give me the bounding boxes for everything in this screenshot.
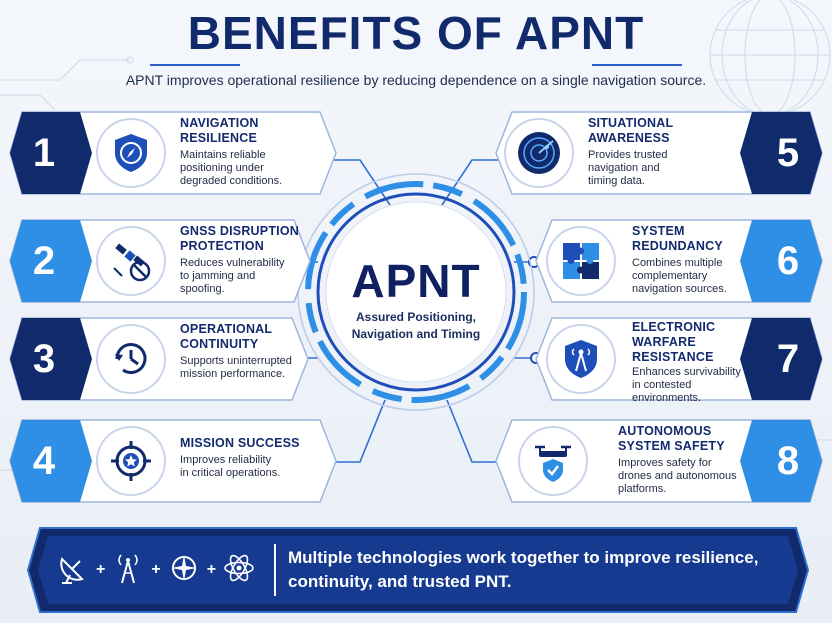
shield-compass-icon bbox=[96, 118, 166, 188]
page-title: BENEFITS OF APNT bbox=[187, 7, 645, 59]
benefit-description: Improves reliability in critical operati… bbox=[180, 454, 281, 479]
benefit-card-7: 7 ELECTRONIC WARFARE RESISTANCE Enhances… bbox=[534, 316, 832, 404]
footer-icon-row: + + + bbox=[56, 548, 266, 592]
card-shell bbox=[9, 111, 337, 195]
benefit-description: Improves safety for drones and autonomou… bbox=[618, 457, 737, 495]
benefit-title: MISSION SUCCESS bbox=[180, 436, 300, 450]
radar-icon bbox=[504, 118, 574, 188]
benefit-card-5: 5 SITUATIONAL AWARENESS Provides trusted… bbox=[494, 110, 824, 196]
drone-shield-icon bbox=[518, 426, 588, 496]
benefit-title: SYSTEM REDUNDANCY bbox=[632, 224, 723, 253]
clock-icon bbox=[96, 324, 166, 394]
center-hub: APNT Assured Positioning, Navigation and… bbox=[306, 182, 526, 402]
benefit-number: 8 bbox=[776, 438, 800, 483]
benefit-number: 1 bbox=[32, 130, 56, 175]
benefit-title: OPERATIONAL CONTINUITY bbox=[180, 322, 273, 351]
shield-tower-icon bbox=[546, 324, 616, 394]
benefit-description: Provides trusted navigation and timing d… bbox=[588, 149, 668, 187]
benefit-title: NAVIGATION RESILIENCE bbox=[180, 116, 259, 145]
benefit-card-2: 2 GNSS DISRUPTION PROTECTION Reduces vul… bbox=[8, 218, 338, 304]
benefit-number: 3 bbox=[32, 336, 56, 381]
benefit-card-8: 8 AUTONOMOUS SYSTEM SAFETY Improves safe… bbox=[494, 418, 824, 504]
plus-sign: + bbox=[96, 561, 106, 578]
benefit-card-4: 4 MISSION SUCCESS Improves reliability i… bbox=[8, 418, 338, 504]
benefit-number: 4 bbox=[32, 438, 56, 483]
benefit-description: Maintains reliable positioning under deg… bbox=[180, 149, 283, 187]
footer-banner: + + + Multiple technologies work togethe… bbox=[26, 526, 810, 614]
plus-sign: + bbox=[151, 561, 161, 578]
center-subtitle: Assured Positioning, Navigation and Timi… bbox=[351, 310, 481, 341]
benefit-description: Supports uninterrupted mission performan… bbox=[180, 355, 292, 380]
footer-shell bbox=[26, 527, 810, 613]
benefit-title: ELECTRONIC WARFARE RESISTANCE bbox=[632, 320, 716, 364]
benefit-number: 7 bbox=[776, 336, 800, 381]
benefit-number: 2 bbox=[32, 238, 56, 283]
benefit-number: 6 bbox=[776, 238, 800, 283]
footer-divider bbox=[274, 544, 276, 596]
puzzle-icon bbox=[546, 226, 616, 296]
center-title: APNT bbox=[351, 255, 481, 307]
benefit-number: 5 bbox=[776, 130, 800, 175]
title-rule-right bbox=[592, 64, 682, 66]
title-rule-left bbox=[150, 64, 240, 66]
card-shell bbox=[9, 419, 337, 503]
radio-tower-icon bbox=[111, 551, 145, 590]
target-star-icon bbox=[96, 426, 166, 496]
compass-icon bbox=[167, 551, 201, 590]
satellite-dish-icon bbox=[56, 551, 90, 590]
benefit-card-3: 3 OPERATIONAL CONTINUITY Supports uninte… bbox=[8, 316, 338, 402]
card-shell bbox=[495, 111, 823, 195]
benefit-card-6: 6 SYSTEM REDUNDANCY Combines multiple co… bbox=[534, 218, 832, 304]
benefit-title: SITUATIONAL AWARENESS bbox=[588, 116, 674, 145]
plus-sign: + bbox=[206, 561, 217, 578]
footer-message: Multiple technologies work together to i… bbox=[288, 548, 759, 591]
atom-icon bbox=[222, 551, 256, 590]
benefit-card-1: 1 NAVIGATION RESILIENCE Maintains reliab… bbox=[8, 110, 338, 196]
page-subtitle: APNT improves operational resilience by … bbox=[125, 72, 707, 88]
benefit-description: Enhances survivability in contested envi… bbox=[632, 366, 741, 404]
benefit-title: AUTONOMOUS SYSTEM SAFETY bbox=[618, 424, 725, 453]
benefit-title: GNSS DISRUPTION PROTECTION bbox=[180, 224, 299, 253]
benefit-description: Reduces vulnerability to jamming and spo… bbox=[180, 257, 285, 295]
satellite-block-icon bbox=[96, 226, 166, 296]
benefit-description: Combines multiple complementary navigati… bbox=[632, 257, 727, 295]
